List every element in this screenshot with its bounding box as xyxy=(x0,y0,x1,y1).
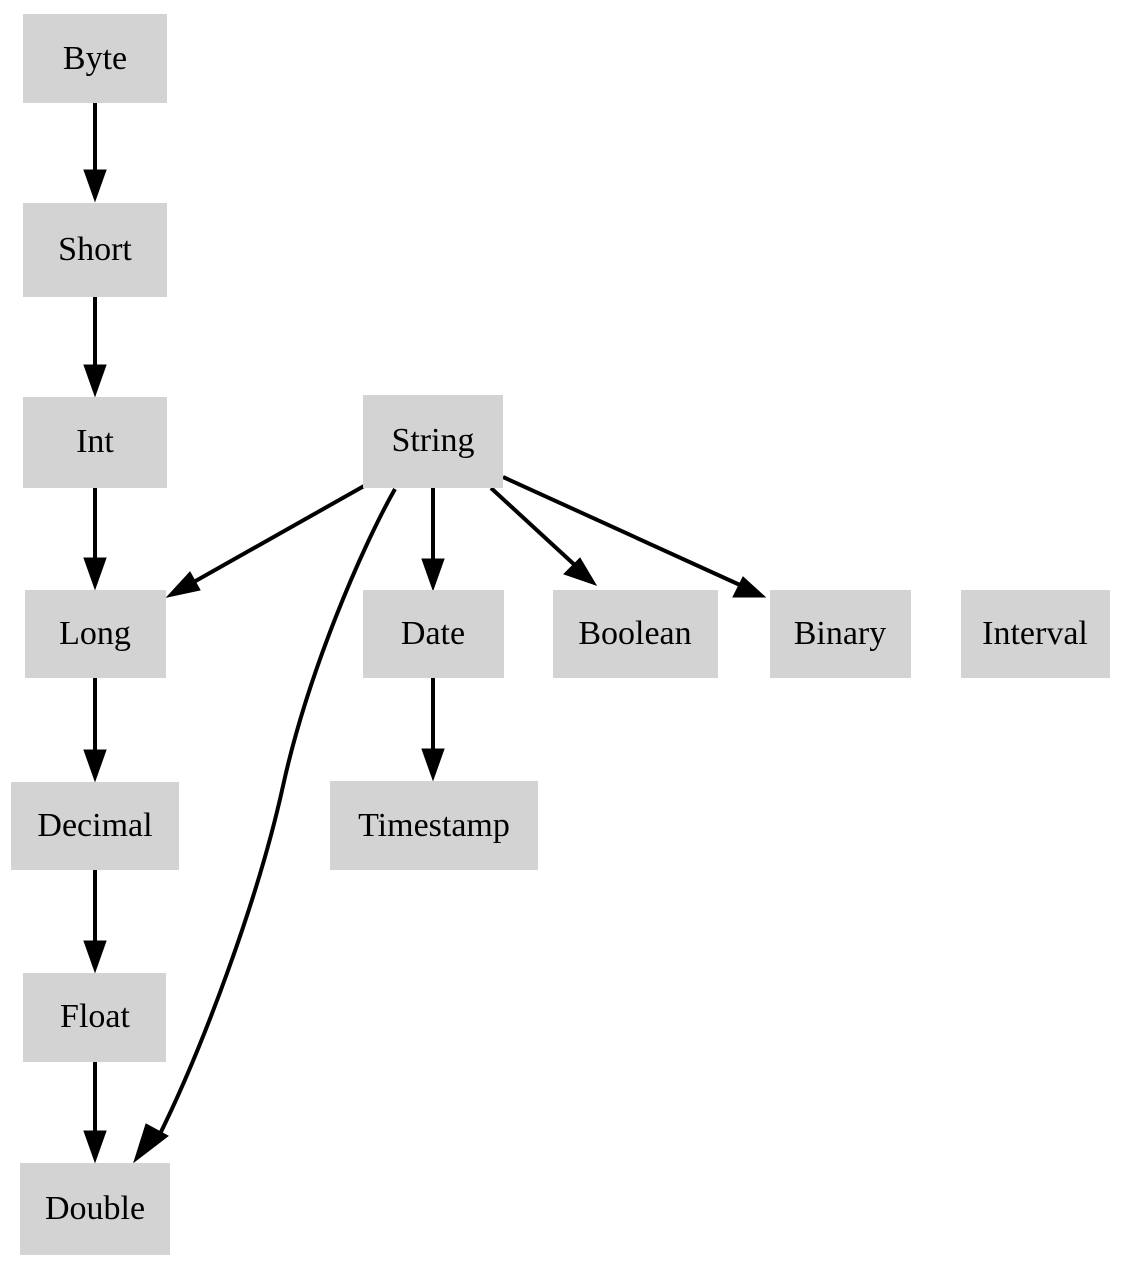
edge-int-long xyxy=(83,488,107,591)
edge-float-double xyxy=(83,1062,107,1164)
edge-string-boolean xyxy=(489,486,598,586)
edge-date-timestamp xyxy=(421,678,445,782)
edge-string-long xyxy=(165,484,365,598)
node-boolean-box[interactable] xyxy=(553,590,718,678)
node-int-label: Int xyxy=(76,423,114,460)
node-long-label: Long xyxy=(59,615,131,652)
node-decimal-label: Decimal xyxy=(37,807,152,844)
node-boolean[interactable]: Boolean xyxy=(553,590,718,678)
node-int[interactable]: Int xyxy=(23,397,167,488)
node-double-label: Double xyxy=(45,1190,145,1227)
node-byte-label: Byte xyxy=(63,40,127,77)
node-double[interactable]: Double xyxy=(20,1163,170,1255)
node-long[interactable]: Long xyxy=(25,590,166,678)
node-binary-label: Binary xyxy=(794,615,887,652)
node-timestamp-label: Timestamp xyxy=(358,807,510,844)
node-short-label: Short xyxy=(58,231,132,268)
node-binary[interactable]: Binary xyxy=(770,590,911,678)
node-interval-label: Interval xyxy=(982,615,1088,652)
edge-short-int xyxy=(83,297,107,398)
edge-long-decimal xyxy=(83,678,107,783)
edge-byte-short xyxy=(83,103,107,203)
edge-string-binary xyxy=(502,475,767,598)
node-timestamp-box[interactable] xyxy=(330,781,538,870)
node-float-box[interactable] xyxy=(23,973,166,1062)
edge-decimal-float xyxy=(83,870,107,974)
node-interval[interactable]: Interval xyxy=(961,590,1110,678)
node-date-label: Date xyxy=(401,615,465,652)
node-date-box[interactable] xyxy=(363,590,504,678)
node-string[interactable]: String xyxy=(363,395,503,488)
node-int-box[interactable] xyxy=(23,397,167,488)
node-short-box[interactable] xyxy=(23,203,167,297)
node-binary-box[interactable] xyxy=(770,590,911,678)
node-byte[interactable]: Byte xyxy=(23,14,167,103)
node-decimal-box[interactable] xyxy=(11,782,179,870)
node-string-label: String xyxy=(391,422,474,459)
node-long-box[interactable] xyxy=(25,590,166,678)
node-double-box[interactable] xyxy=(20,1163,170,1255)
node-short[interactable]: Short xyxy=(23,203,167,297)
edge-layer xyxy=(83,103,767,1164)
node-timestamp[interactable]: Timestamp xyxy=(330,781,538,870)
edge-string-date xyxy=(421,488,445,592)
node-byte-box[interactable] xyxy=(23,14,167,103)
node-date[interactable]: Date xyxy=(363,590,504,678)
node-float[interactable]: Float xyxy=(23,973,166,1062)
node-decimal[interactable]: Decimal xyxy=(11,782,179,870)
node-boolean-label: Boolean xyxy=(578,615,691,652)
node-interval-box[interactable] xyxy=(961,590,1110,678)
edge-string-double xyxy=(133,488,397,1164)
node-string-box[interactable] xyxy=(363,395,503,488)
node-float-label: Float xyxy=(60,998,130,1035)
node-layer: Byte Short Int String Long Date xyxy=(11,14,1110,1255)
